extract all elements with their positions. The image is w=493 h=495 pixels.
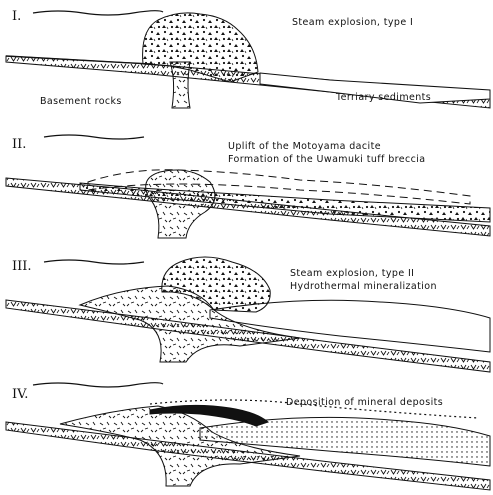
stage-caption-line-2: Hydrothermal mineralization [290,281,437,292]
sky-line [33,383,163,387]
stage-4: IV. Deposition of mineral deposits [6,383,490,490]
stage-1: I. Steam explosion, type I Basement rock… [6,9,490,108]
basement-rocks-label: Basement rocks [40,96,122,107]
stage-number: I. [12,9,21,24]
stage-2: II. Uplift of the Motoyama dacite Format… [6,135,490,238]
stage-caption-line-1: Steam explosion, type II [290,268,414,279]
stage-caption-line-2: Formation of the Uwamuki tuff breccia [228,154,425,165]
sky-line [44,135,144,139]
stage-caption: Steam explosion, type I [292,17,413,28]
sky-line [33,11,163,15]
dacite-body [60,406,300,486]
stage-caption-line-1: Uplift of the Motoyama dacite [228,141,381,152]
tertiary-sediments-label: Terriary sediments [335,92,431,103]
stage-number: IV. [12,387,28,402]
stage-caption: Deposition of mineral deposits [286,397,443,408]
sky-line [44,260,144,264]
motoyama-dacite-dome [146,170,215,238]
stage-3: III. Steam explosion, type II Hydrotherm… [6,257,490,372]
stage-number: II. [12,137,26,152]
stage-number: III. [12,259,32,274]
